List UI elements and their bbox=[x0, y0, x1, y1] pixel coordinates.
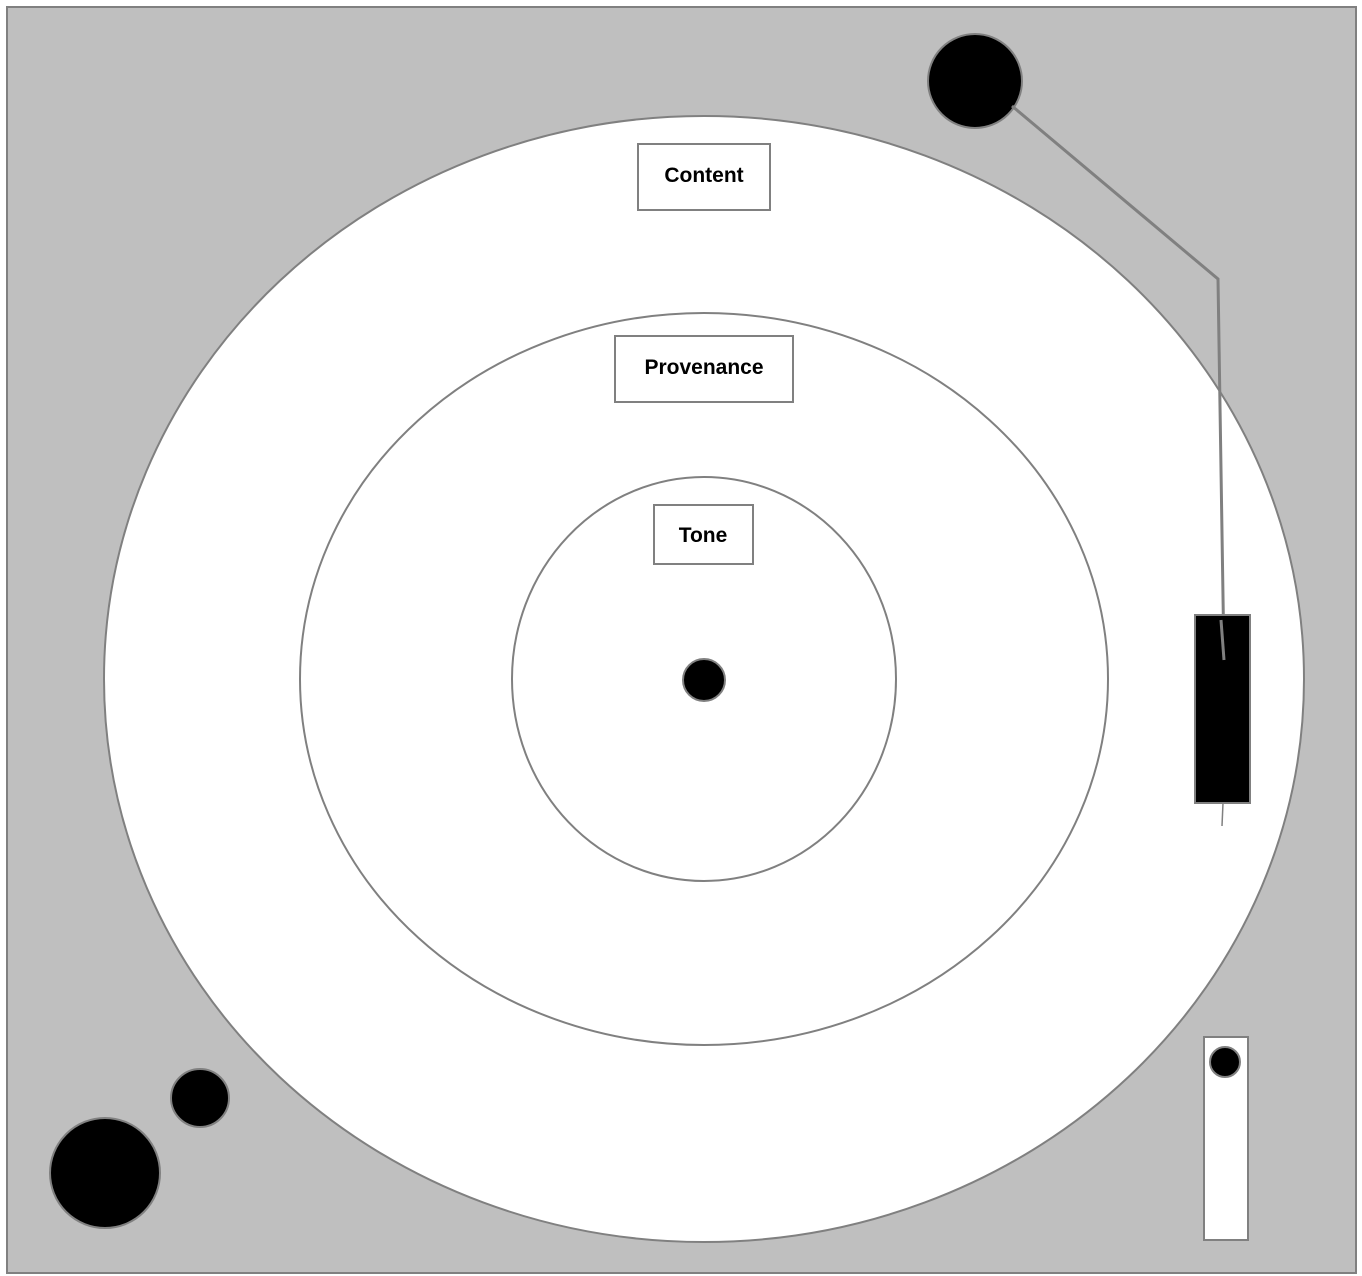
provenance-label: Provenance bbox=[615, 336, 793, 402]
content-label: Content bbox=[638, 144, 770, 210]
tone-label: Tone bbox=[654, 505, 753, 564]
provenance-label-text: Provenance bbox=[644, 356, 763, 379]
tonearm-pivot bbox=[928, 34, 1022, 128]
stylus bbox=[1222, 803, 1223, 826]
small-control-knob bbox=[171, 1069, 229, 1127]
spindle bbox=[683, 659, 725, 701]
content-label-text: Content bbox=[664, 164, 743, 187]
large-control-knob bbox=[50, 1118, 160, 1228]
tone-label-text: Tone bbox=[679, 524, 728, 547]
pitch-fader-knob bbox=[1210, 1047, 1240, 1077]
